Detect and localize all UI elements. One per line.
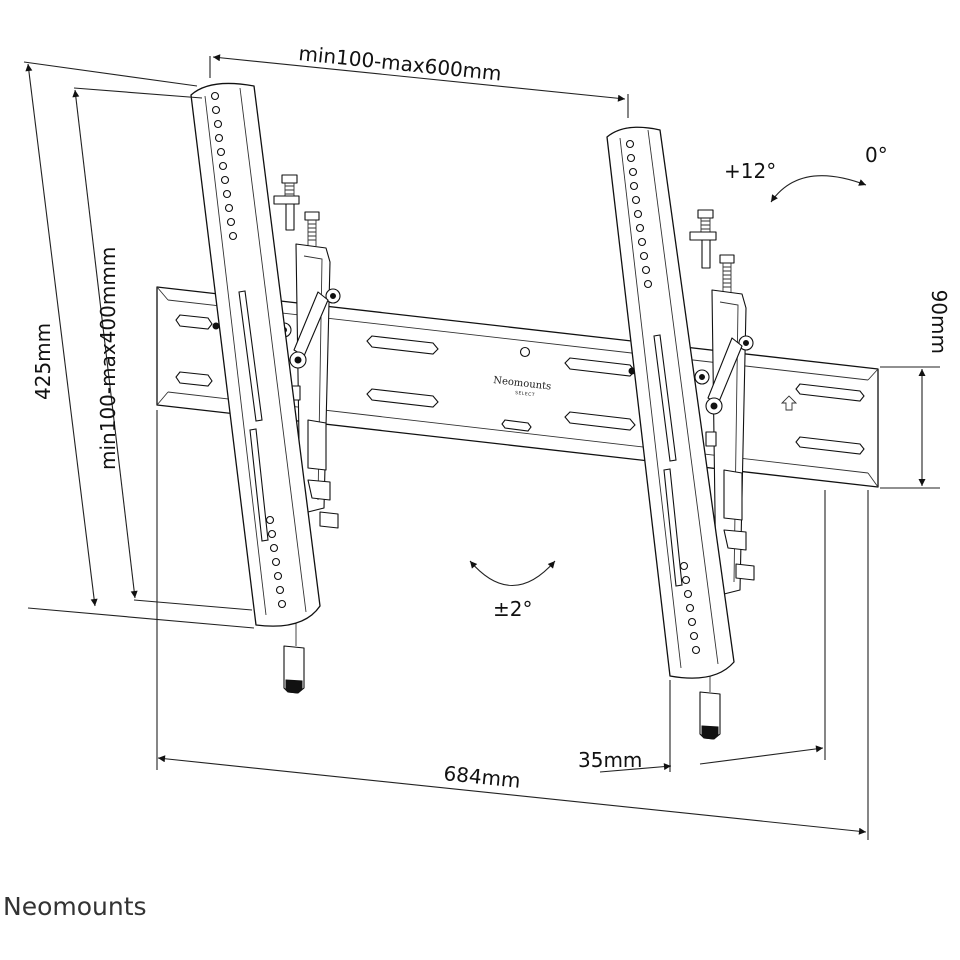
label-overall-width: 684mm bbox=[442, 761, 521, 793]
label-depth: 35mm bbox=[578, 748, 642, 772]
label-vesa-height: min100-max400mmm bbox=[96, 247, 120, 470]
rail-rivet bbox=[212, 322, 220, 330]
right-latch-mechanism bbox=[689, 209, 755, 740]
dimension-lines bbox=[23, 54, 940, 840]
label-level-adjust: ±2° bbox=[493, 597, 532, 621]
tilt-arc-center bbox=[469, 560, 556, 586]
right-tv-bracket bbox=[606, 126, 755, 740]
label-rail-height: 90mm bbox=[927, 290, 951, 354]
left-tv-bracket bbox=[190, 82, 341, 694]
arrow-up-icon bbox=[780, 395, 798, 411]
label-overall-height: 425mm bbox=[31, 323, 55, 400]
label-tilt-up: +12° bbox=[724, 159, 776, 183]
right-arm-holes bbox=[625, 139, 701, 655]
footer-brand-logo: Neomounts bbox=[3, 892, 147, 921]
rail-screw-hole bbox=[519, 346, 531, 358]
tilt-arc-top bbox=[770, 175, 867, 203]
rail-slots bbox=[175, 314, 865, 455]
plate-logo-line: SELECT bbox=[515, 390, 536, 398]
label-vesa-width: min100-max600mm bbox=[297, 41, 502, 85]
label-tilt-zero: 0° bbox=[865, 143, 888, 167]
left-arm-holes bbox=[210, 91, 287, 609]
left-latch-mechanism bbox=[273, 174, 341, 694]
